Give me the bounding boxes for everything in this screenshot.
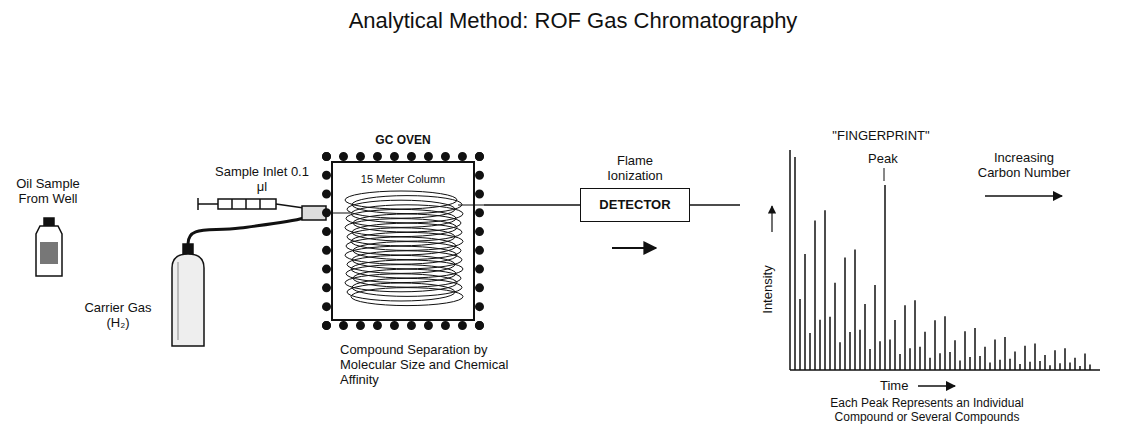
peak	[939, 353, 941, 370]
peak	[859, 330, 861, 370]
peak	[869, 349, 871, 370]
peak	[844, 258, 846, 370]
node-text: 15 Meter Column	[358, 173, 448, 185]
label: Each Peak Represents an Individual Compo…	[822, 396, 1032, 424]
peak	[974, 328, 976, 370]
coil-loop	[347, 283, 455, 301]
label: Oil Sample From Well	[6, 176, 90, 206]
oven-box: GC OVEN15 Meter Column	[322, 152, 484, 330]
peak	[984, 347, 986, 370]
connector	[484, 204, 580, 206]
peak	[794, 157, 796, 370]
peak	[889, 339, 891, 370]
peak	[909, 348, 911, 370]
peak	[1039, 361, 1041, 370]
peak	[809, 333, 811, 370]
peak	[884, 185, 886, 370]
peak	[1004, 337, 1006, 370]
peak	[1059, 363, 1061, 370]
peak	[1049, 365, 1051, 370]
peak	[979, 356, 981, 370]
peak	[879, 341, 881, 370]
oil-bottle	[36, 218, 62, 276]
peak	[819, 320, 821, 370]
peak	[929, 358, 931, 370]
gas-cylinder	[172, 244, 204, 346]
detector-box: Flame IonizationDETECTOR	[580, 188, 690, 222]
label: Increasing Carbon Number	[972, 150, 1076, 180]
peak	[1069, 363, 1071, 370]
peak	[834, 283, 836, 370]
peak	[934, 320, 936, 370]
peak	[1014, 352, 1016, 370]
peak	[1009, 359, 1011, 370]
peak	[814, 221, 816, 370]
node-heading: GC OVEN	[331, 133, 475, 147]
peak	[799, 299, 801, 370]
peak	[894, 320, 896, 370]
label: "FINGERPRINT"	[826, 128, 936, 143]
peak	[1084, 354, 1086, 370]
peak	[944, 316, 946, 370]
peak	[839, 342, 841, 370]
chromatogram	[772, 150, 1100, 386]
label: Compound Separation by Molecular Size an…	[340, 342, 520, 387]
column-coil	[326, 191, 484, 306]
label: Time	[880, 378, 916, 393]
peak	[1074, 358, 1076, 370]
peak	[1064, 348, 1066, 370]
peak	[899, 354, 901, 370]
peak	[864, 304, 866, 370]
peak	[849, 332, 851, 370]
syringe	[198, 198, 304, 210]
peak	[829, 317, 831, 370]
peak	[1054, 350, 1056, 370]
peak	[854, 249, 856, 370]
coil-loop	[351, 288, 463, 306]
label: Carrier Gas (H₂)	[78, 300, 158, 330]
gas-tube	[188, 218, 304, 244]
peak	[1019, 364, 1021, 370]
peak	[914, 300, 916, 370]
peak	[999, 360, 1001, 370]
peak	[824, 210, 826, 370]
peak	[1029, 362, 1031, 370]
peak	[1024, 346, 1026, 370]
label: Sample Inlet 0.1 μl	[214, 164, 310, 194]
peak	[949, 352, 951, 370]
peak	[904, 305, 906, 370]
peak	[804, 254, 806, 370]
peak	[1044, 355, 1046, 370]
peak	[989, 363, 991, 370]
peak	[994, 340, 996, 370]
peak	[954, 340, 956, 370]
flow-arrow	[612, 247, 656, 249]
peak	[919, 347, 921, 370]
peak	[1034, 343, 1036, 370]
peak	[969, 357, 971, 370]
peak	[924, 332, 926, 370]
label: Intensity	[760, 255, 775, 325]
peak	[964, 331, 966, 370]
title: Analytical Method: ROF Gas Chromatograph…	[0, 8, 1146, 34]
peak	[1079, 366, 1081, 370]
node-heading: Flame Ionization	[590, 153, 680, 183]
peak	[1089, 364, 1091, 370]
node-text: DETECTOR	[585, 197, 685, 213]
label: Peak	[868, 151, 908, 166]
peak	[874, 285, 876, 370]
signal-line	[690, 204, 740, 206]
peak	[959, 361, 961, 370]
